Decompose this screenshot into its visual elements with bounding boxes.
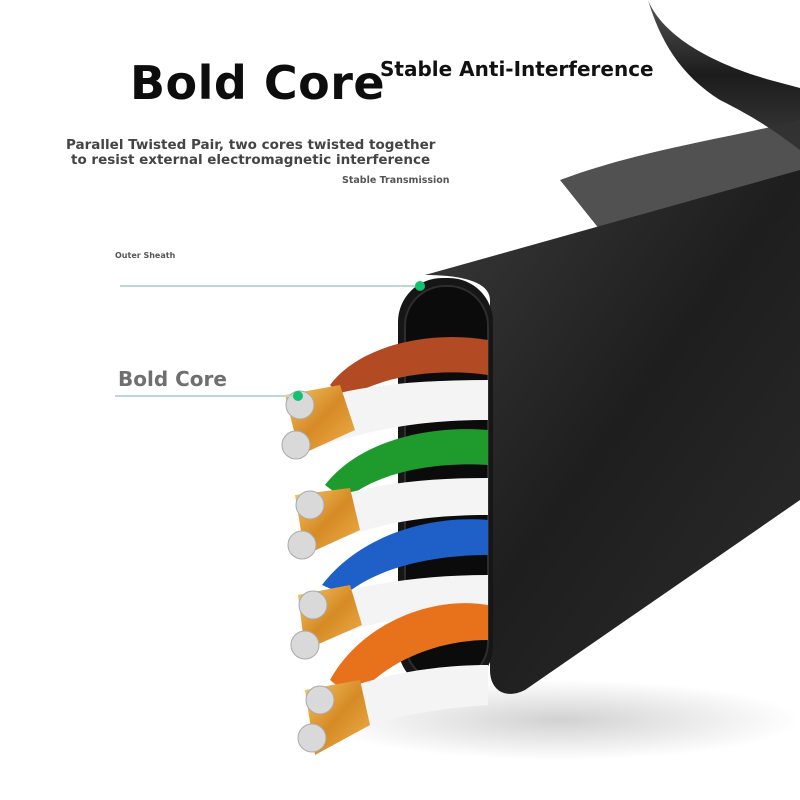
outer-sheath-leader-line xyxy=(120,285,420,287)
stable-transmission-label: Stable Transmission xyxy=(342,175,450,186)
background-cable-top xyxy=(648,0,800,150)
description-line-2: to resist external electromagnetic inter… xyxy=(71,152,431,168)
wire-pair-blue xyxy=(290,519,488,660)
outer-sheath xyxy=(425,170,800,694)
bold-core-label: Bold Core xyxy=(118,367,227,391)
bold-core-marker-dot xyxy=(293,391,303,401)
wire-pair-brown xyxy=(281,337,488,460)
outer-sheath-label: Outer Sheath xyxy=(115,251,176,260)
headline: Bold Core xyxy=(130,56,386,110)
bold-core-leader-line xyxy=(115,395,298,397)
outer-sheath-marker-dot xyxy=(415,281,425,291)
wire-pair-orange xyxy=(297,603,488,755)
description-line-1: Parallel Twisted Pair, two cores twisted… xyxy=(66,137,436,153)
wire-pair-green xyxy=(287,429,488,560)
feature-description: Parallel Twisted Pair, two cores twisted… xyxy=(66,138,435,168)
subheadline: Stable Anti-Interference xyxy=(380,57,654,81)
